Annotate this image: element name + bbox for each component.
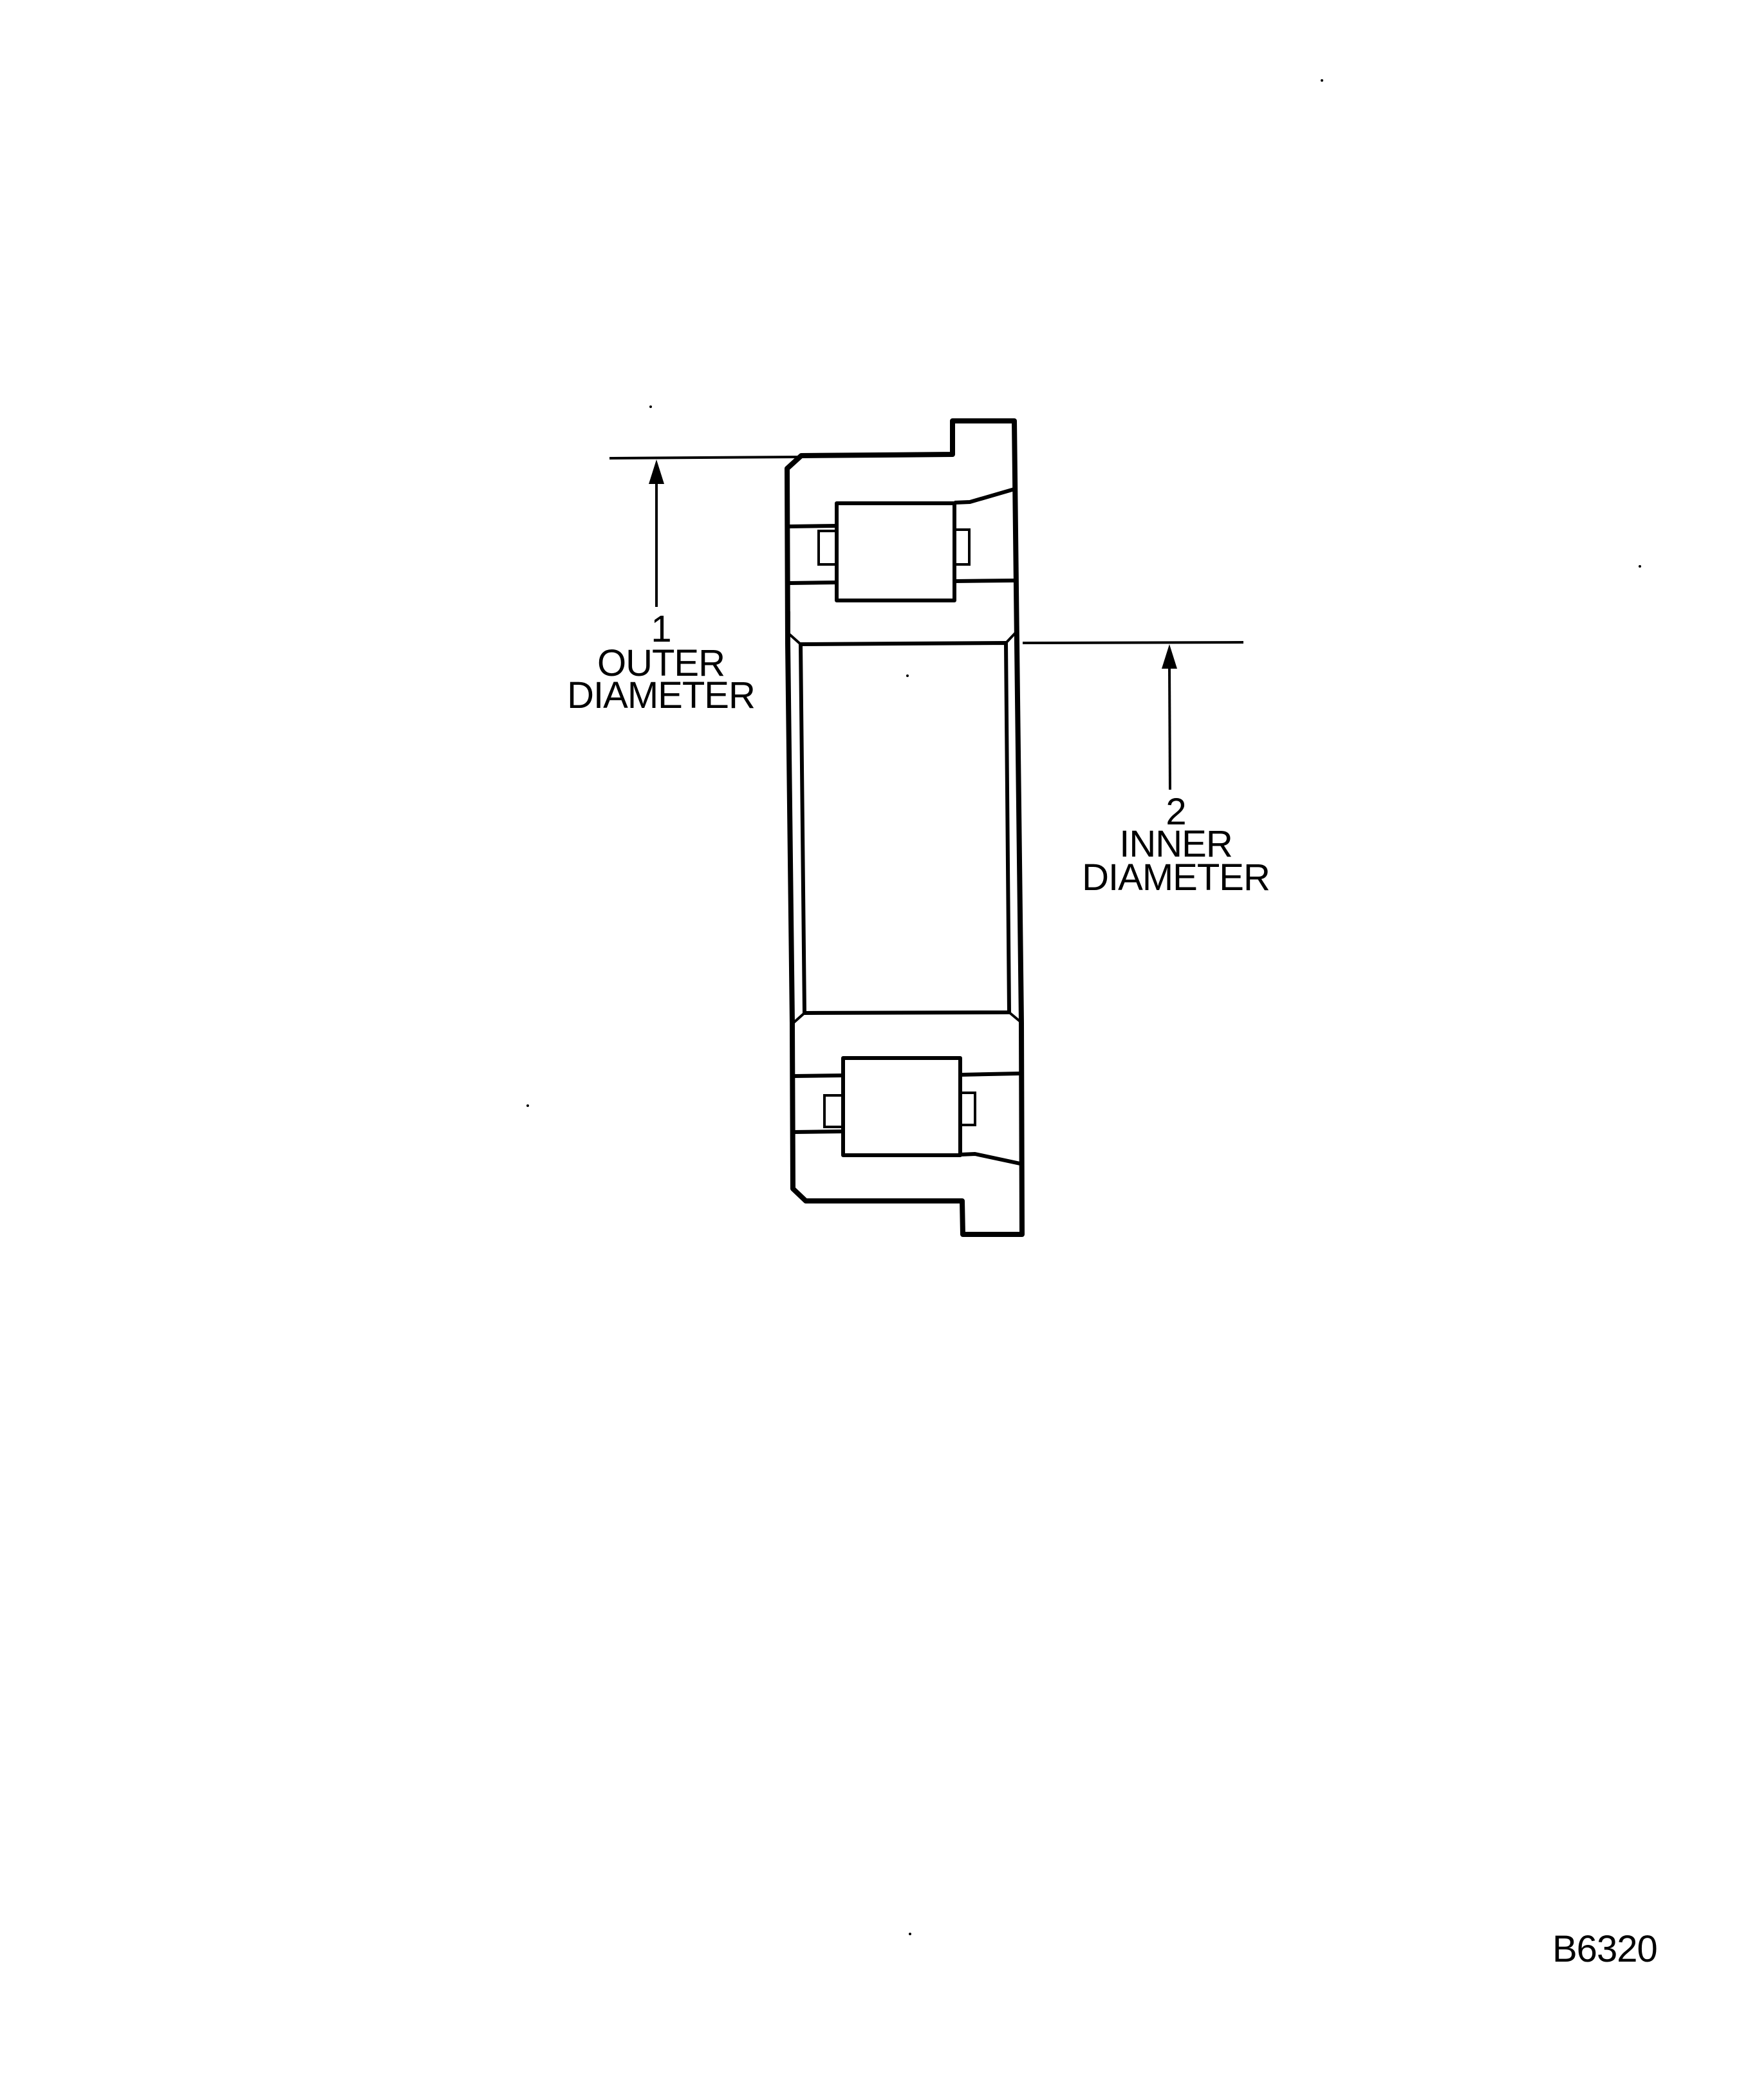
arrow-up-icon (649, 460, 664, 484)
inner-diameter-callout (1022, 641, 1244, 790)
upper-roller-assembly (788, 487, 1015, 602)
inner-diameter-label-line1: INNER (1119, 823, 1232, 865)
outer-diameter-label-line1: OUTER (597, 642, 725, 684)
arrow-up-icon (1162, 644, 1177, 669)
scan-noise (526, 79, 1641, 1935)
inner-diameter-extension-line (1022, 641, 1244, 644)
lower-roller (841, 1056, 962, 1157)
outer-ring (785, 418, 1025, 1237)
figure-id: B6320 (1552, 1928, 1657, 1970)
lower-roller-assembly (793, 1056, 1021, 1166)
inner-diameter-number: 2 (1166, 791, 1185, 833)
upper-right-tab (953, 528, 971, 566)
inner-diameter-arrow-shaft (1168, 665, 1171, 790)
upper-left-tab (817, 530, 838, 566)
outer-diameter-label-line2: DIAMETER (567, 674, 755, 716)
outer-diameter-number: 1 (651, 608, 671, 650)
upper-roller (835, 501, 956, 602)
inner-ring-bore (788, 611, 1022, 1025)
lower-right-tab (959, 1092, 976, 1126)
outer-diameter-extension-line (609, 456, 799, 460)
inner-diameter-label-line2: DIAMETER (1082, 857, 1270, 898)
lower-left-tab (823, 1094, 844, 1128)
outer-diameter-callout (609, 456, 799, 607)
